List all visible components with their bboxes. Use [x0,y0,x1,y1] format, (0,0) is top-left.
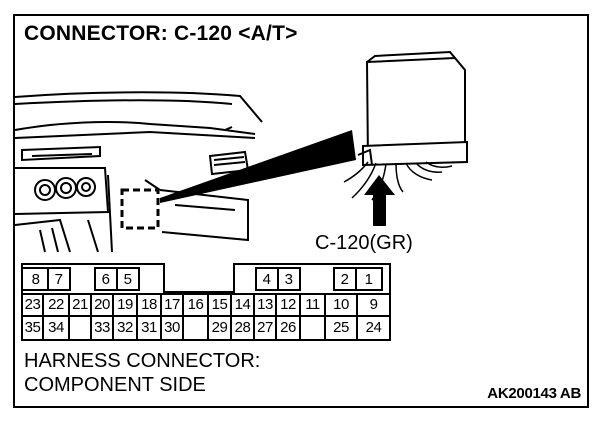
callout-wedge [160,130,356,203]
pin-label: 20 [94,296,110,313]
pin-label: 27 [257,319,273,336]
pin-label: 28 [234,319,251,336]
pin-label: 24 [365,319,382,336]
connector-location-box [120,188,160,230]
pin-label: 29 [211,319,228,336]
connector-callout-label: C-120(GR) [315,232,413,254]
pin-label: 30 [164,319,180,336]
pin-label: 3 [284,271,293,288]
pin-label: 21 [72,296,88,313]
ecu-module [357,50,468,167]
pin-label: 22 [48,296,64,313]
pin-label: 19 [117,296,133,313]
pointer-arrow [364,175,395,226]
pin-label: 31 [141,319,157,336]
pin-label: 14 [234,296,251,313]
harness-caption-line: COMPONENT SIDE [24,374,206,396]
harness-caption-line: HARNESS CONNECTOR: [24,350,261,372]
dashboard-drawing [14,91,263,253]
figure-code: AK200143 AB [487,385,581,402]
pin-label: 9 [369,296,378,313]
pin-label: 6 [101,271,110,288]
pin-label: 1 [364,271,373,288]
pin-label: 10 [333,296,349,313]
pin-label: 18 [141,296,157,313]
pin-label: 23 [24,296,41,313]
pin-label: 32 [117,319,133,336]
pin-label: 2 [340,271,349,288]
pin-label: 11 [305,296,320,313]
pin-label: 25 [333,319,349,336]
pin-label: 35 [24,319,41,336]
pin-label: 26 [280,319,296,336]
pin-label: 5 [123,271,132,288]
harness-side-caption: HARNESS CONNECTOR: COMPONENT SIDE [24,349,260,397]
pin-label: 4 [262,271,271,288]
pin-label: 16 [187,296,204,313]
pin-label: 13 [257,296,273,313]
pin-label: 8 [31,271,40,288]
pin-label: 12 [280,296,296,313]
connector-face [21,263,391,341]
diagram-title: CONNECTOR: C-120 <A/T> [24,22,298,45]
pin-label: 7 [54,271,63,288]
pin-label: 34 [48,319,64,336]
wire-harness [343,161,453,201]
pin-label: 15 [211,296,228,313]
pin-label: 33 [94,319,110,336]
pin-label: 17 [164,296,180,313]
